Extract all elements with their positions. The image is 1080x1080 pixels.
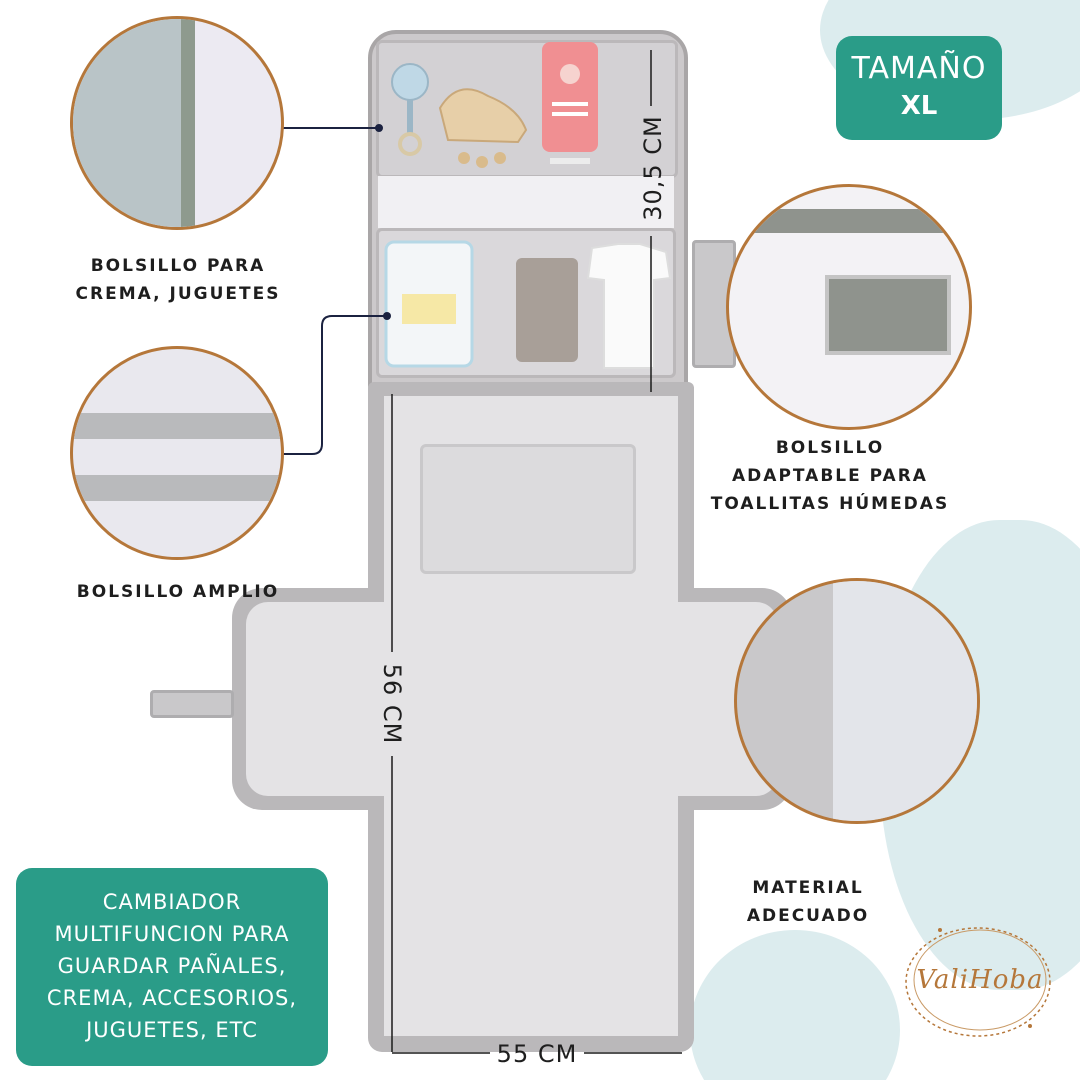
- flap-height-label: 30,5 CM: [639, 115, 667, 221]
- wipes-pocket-label-line: ADAPTABLE PARA: [732, 466, 928, 486]
- zipper-detail: [729, 209, 969, 233]
- head-cushion: [420, 444, 636, 574]
- wipes-pocket-label-line: TOALLITAS HÚMEDAS: [710, 494, 950, 514]
- mesh-stripe: [73, 413, 281, 439]
- detail-circle-cream-pocket: [70, 16, 284, 230]
- detail-circle-wipes-pocket: [726, 184, 972, 430]
- cream-tube-icon: [542, 42, 598, 164]
- detail-circle-large-pocket: [70, 346, 284, 560]
- background-blob: [690, 930, 900, 1080]
- rattle-icon: [391, 63, 429, 156]
- material-label-line: MATERIAL: [752, 878, 864, 898]
- diapers-icon: [384, 240, 474, 368]
- svg-text:ValiHoba: ValiHoba: [917, 965, 1044, 995]
- bodysuit-icon: [586, 243, 672, 369]
- wooden-toy-icon: [438, 88, 528, 168]
- description-line: CREMA, ACCESORIOS,: [46, 986, 298, 1010]
- size-badge-value: XL: [900, 91, 938, 121]
- cream-pocket-label-line: BOLSILLO PARA: [90, 256, 266, 276]
- towel-icon: [516, 258, 578, 362]
- detail-circle-material: [734, 578, 980, 824]
- description-line: MULTIFUNCION PARA: [54, 922, 290, 946]
- fabric-fold-detail: [833, 581, 977, 821]
- wipes-window-detail: [825, 275, 951, 355]
- material-label: MATERIAL ADECUADO: [720, 874, 896, 930]
- wipes-pocket-label-line: BOLSILLO: [775, 438, 885, 458]
- elephant-print-strip: [378, 176, 674, 228]
- description-badge: CAMBIADOR MULTIFUNCION PARA GUARDAR PAÑA…: [16, 868, 328, 1066]
- closure-strap: [150, 690, 234, 718]
- cream-pocket-label-line: CREMA, JUGUETES: [75, 284, 281, 304]
- material-label-line: ADECUADO: [746, 906, 870, 926]
- mesh-detail: [73, 19, 183, 227]
- cream-pocket-label: BOLSILLO PARA CREMA, JUGUETES: [60, 252, 296, 308]
- size-badge: TAMAÑO XL: [836, 36, 1002, 140]
- description-line: JUGUETES, ETC: [86, 1018, 258, 1042]
- large-pocket-label: BOLSILLO AMPLIO: [60, 578, 296, 606]
- brand-logo: ValiHoba: [905, 927, 1051, 1037]
- mesh-stripe: [73, 475, 281, 501]
- mat-surface-wings: [246, 602, 778, 796]
- wipes-pocket-label: BOLSILLO ADAPTABLE PARA TOALLITAS HÚMEDA…: [700, 434, 960, 518]
- zipper-detail: [181, 19, 195, 227]
- pocket-items: [384, 42, 672, 369]
- description-line: CAMBIADOR: [102, 890, 242, 914]
- mat-height-label: 56 CM: [378, 663, 406, 745]
- description-line: GUARDAR PAÑALES,: [57, 954, 287, 978]
- large-pocket-label-text: BOLSILLO AMPLIO: [76, 582, 280, 602]
- width-label: 55 CM: [496, 1040, 578, 1068]
- background-blob: [1030, 688, 1080, 740]
- size-badge-title: TAMAÑO: [851, 51, 987, 86]
